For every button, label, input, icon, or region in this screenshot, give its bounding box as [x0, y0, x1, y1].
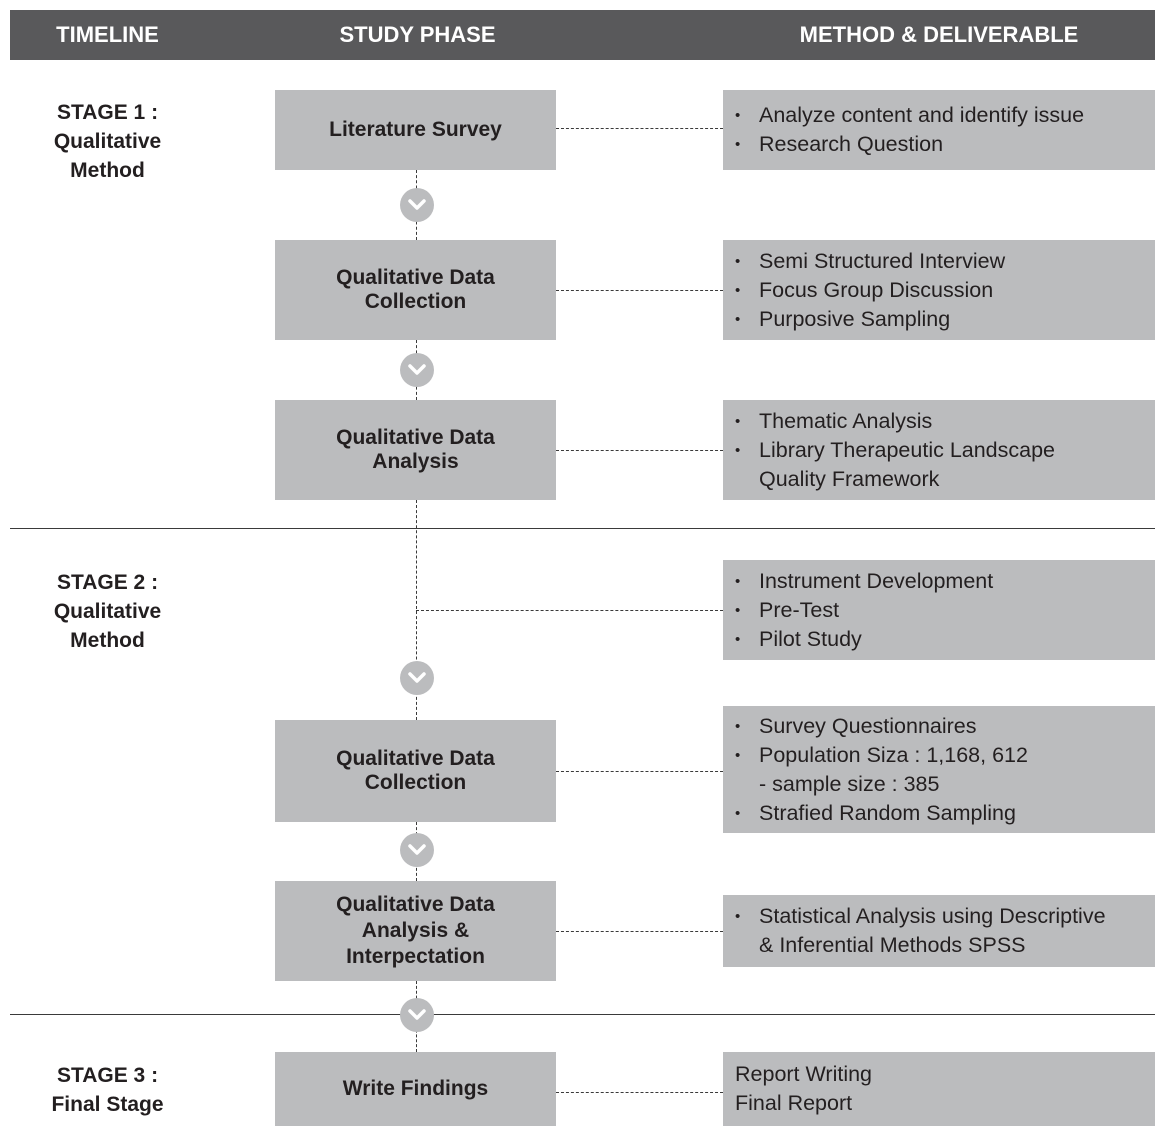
method-box-3: Thematic Analysis Library Therapeutic La…: [723, 400, 1155, 500]
phase-label: Collection: [364, 771, 467, 794]
phase-label: Analysis: [372, 450, 459, 473]
phase-label: Write Findings: [342, 1077, 489, 1100]
header-method-deliverable: METHOD & DELIVERABLE: [799, 22, 1079, 47]
phase-label: Collection: [364, 290, 467, 313]
method-item: Survey Questionnaires: [735, 712, 1155, 741]
method-item: Semi Structured Interview: [735, 247, 1155, 276]
method-connector: [416, 610, 723, 611]
method-item: Focus Group Discussion: [735, 276, 1155, 305]
method-item: Purposive Sampling: [735, 305, 1155, 334]
method-box-6: Statistical Analysis using Descriptive &…: [723, 895, 1155, 967]
header-study-phase: STUDY PHASE: [339, 22, 496, 47]
method-item: Analyze content and identify issue: [735, 101, 1155, 130]
method-box-2: Semi Structured Interview Focus Group Di…: [723, 240, 1155, 340]
phase-label: Literature Survey: [329, 118, 502, 141]
chevron-down-icon: [400, 998, 434, 1032]
method-item-continuation: - sample size : 385: [759, 771, 940, 796]
stage-3-subtitle: Final Stage: [51, 1093, 164, 1116]
header-timeline: TIMELINE: [56, 22, 159, 47]
method-item: Research Question: [735, 130, 1155, 159]
method-item-continuation: & Inferential Methods SPSS: [759, 933, 1026, 957]
phase-write-findings: Write Findings: [275, 1052, 556, 1126]
phase-qualitative-data-collection: Qualitative Data Collection: [275, 240, 556, 340]
phase-label: Qualitative Data: [336, 893, 495, 916]
method-item-continuation: Quality Framework: [759, 466, 940, 491]
stage-1-title: STAGE 1 :: [56, 101, 159, 124]
chevron-down-icon: [400, 188, 434, 222]
chevron-down-icon: [400, 833, 434, 867]
method-item: Instrument Development: [735, 567, 1155, 596]
stage-1-subtitle-2: Method: [70, 159, 145, 182]
phase-label: Interpectation: [346, 945, 485, 968]
method-item: Report Writing: [735, 1062, 873, 1086]
phase-label: Qualitative Data: [336, 266, 495, 289]
chevron-down-icon: [400, 661, 434, 695]
method-connector: [556, 1092, 723, 1093]
method-connector: [556, 771, 723, 772]
table-header: TIMELINE STUDY PHASE METHOD & DELIVERABL…: [10, 10, 1155, 60]
method-item: Pre-Test: [735, 596, 1155, 625]
stage-divider-2: [10, 1014, 1155, 1015]
stage-2-subtitle-2: Method: [70, 629, 145, 652]
method-connector: [556, 290, 723, 291]
stage-2-subtitle: Qualitative: [53, 600, 162, 623]
phase-qualitative-data-analysis-interpretation: Qualitative Data Analysis & Interpectati…: [275, 881, 556, 981]
method-connector: [556, 450, 723, 451]
method-item: Library Therapeutic Landscape: [735, 436, 1155, 465]
method-item: Strafied Random Sampling: [735, 799, 1155, 828]
method-item: Statistical Analysis using Descriptive: [735, 902, 1155, 931]
method-box-5: Survey Questionnaires Population Siza : …: [723, 706, 1155, 833]
method-item: Thematic Analysis: [735, 407, 1155, 436]
stage-3-label: STAGE 3 : Final Stage: [10, 1061, 205, 1119]
method-box-1: Analyze content and identify issue Resea…: [723, 90, 1155, 170]
method-item: Pilot Study: [735, 625, 1155, 654]
method-item: Final Report: [735, 1091, 853, 1115]
method-item: Population Siza : 1,168, 612: [735, 741, 1155, 770]
method-box-4: Instrument Development Pre-Test Pilot St…: [723, 560, 1155, 660]
chevron-down-icon: [400, 353, 434, 387]
stage-1-label: STAGE 1 : Qualitative Method: [10, 98, 205, 185]
phase-label: Qualitative Data: [336, 426, 495, 449]
stage-2-label: STAGE 2 : Qualitative Method: [10, 568, 205, 655]
phase-label: Qualitative Data: [336, 747, 495, 770]
stage-1-subtitle: Qualitative: [53, 130, 162, 153]
method-connector: [556, 128, 723, 129]
stage-3-title: STAGE 3 :: [56, 1064, 159, 1087]
phase-qualitative-data-analysis: Qualitative Data Analysis: [275, 400, 556, 500]
method-box-7: Report Writing Final Report: [723, 1052, 1155, 1126]
stage-2-title: STAGE 2 :: [56, 571, 159, 594]
phase-qualitative-data-collection-2: Qualitative Data Collection: [275, 720, 556, 822]
phase-label: Analysis &: [361, 919, 470, 942]
method-connector: [556, 931, 723, 932]
phase-literature-survey: Literature Survey: [275, 90, 556, 170]
stage-divider-1: [10, 528, 1155, 529]
